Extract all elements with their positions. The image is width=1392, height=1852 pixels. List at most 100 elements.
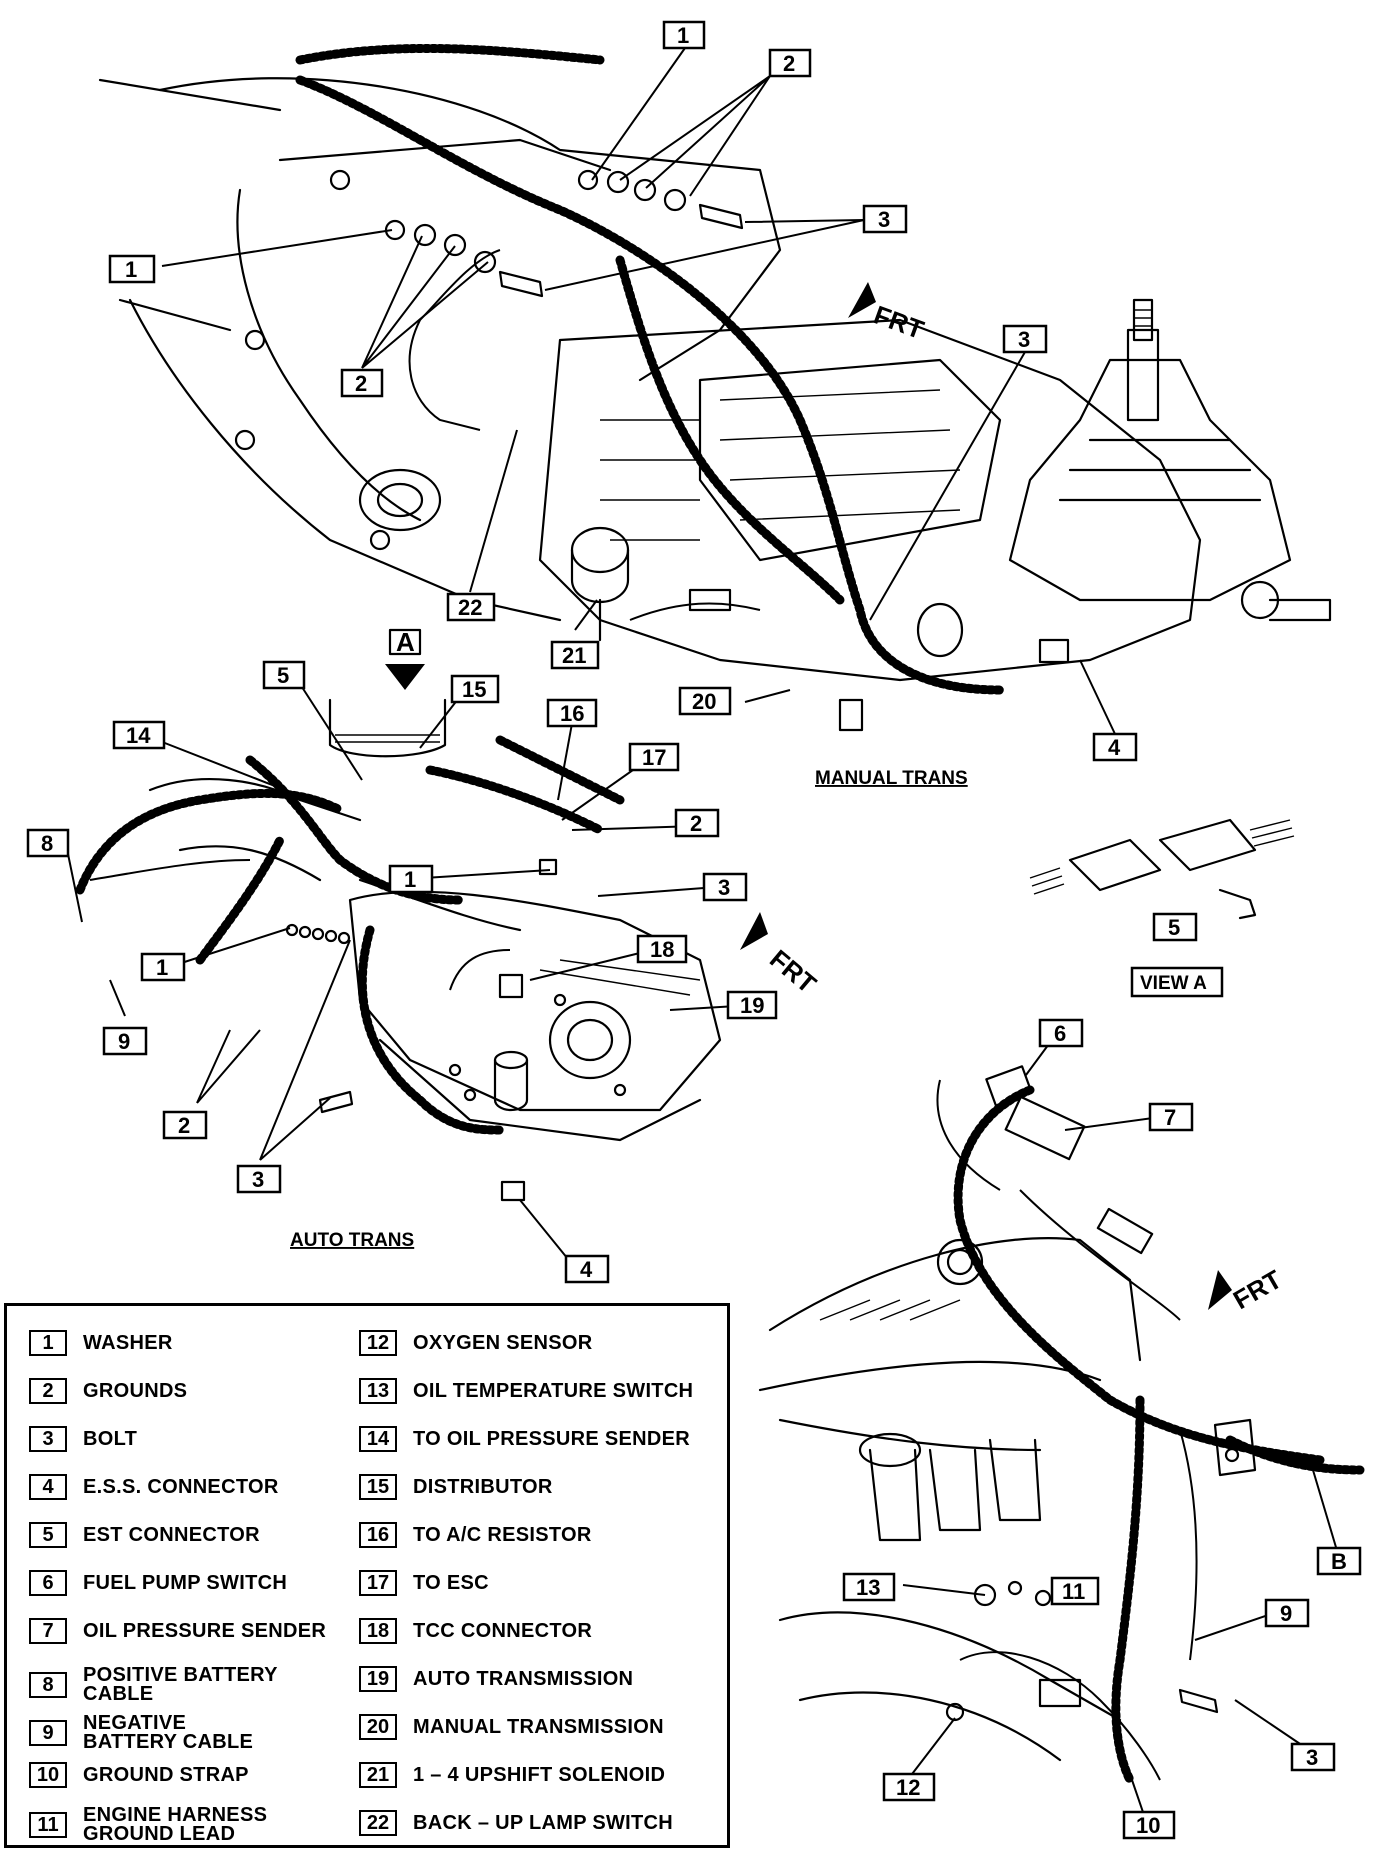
view-a-label: VIEW A xyxy=(1130,966,1224,998)
svg-text:1: 1 xyxy=(125,257,137,282)
svg-text:10: 10 xyxy=(1136,1813,1160,1838)
legend-item-2: 2 GROUNDS xyxy=(29,1378,187,1404)
callout-manual-2-left: 2 xyxy=(340,368,384,398)
svg-text:3: 3 xyxy=(252,1167,264,1192)
svg-text:9: 9 xyxy=(118,1029,130,1054)
svg-text:3: 3 xyxy=(878,207,890,232)
callout-auto-1-mid: 1 xyxy=(388,864,434,894)
callout-auto-15: 15 xyxy=(450,674,500,704)
svg-text:3: 3 xyxy=(1018,327,1030,352)
callout-auto-4: 4 xyxy=(564,1254,610,1284)
callout-engine-10: 10 xyxy=(1122,1810,1176,1840)
legend-item-7: 7 OIL PRESSURE SENDER xyxy=(29,1618,326,1644)
callout-engine-b: B xyxy=(1316,1546,1362,1576)
svg-text:1: 1 xyxy=(404,867,416,892)
legend-box: 1 WASHER 2 GROUNDS 3 BOLT 4 E.S.S. CONNE… xyxy=(4,1303,730,1848)
legend-item-16: 16 TO A/C RESISTOR xyxy=(359,1522,592,1548)
callout-auto-2: 2 xyxy=(674,808,720,838)
legend-item-10: 10 GROUND STRAP xyxy=(29,1762,249,1788)
svg-text:2: 2 xyxy=(783,51,795,76)
legend-item-21: 21 1 – 4 UPSHIFT SOLENOID xyxy=(359,1762,665,1788)
callout-auto-2-bottom: 2 xyxy=(162,1110,208,1140)
callout-auto-16: 16 xyxy=(546,698,598,728)
legend-item-12: 12 OXYGEN SENSOR xyxy=(359,1330,593,1356)
callout-engine-6: 6 xyxy=(1038,1018,1084,1048)
legend-item-13: 13 OIL TEMPERATURE SWITCH xyxy=(359,1378,693,1404)
svg-text:1: 1 xyxy=(156,955,168,980)
callout-engine-11: 11 xyxy=(1050,1576,1100,1606)
callout-engine-13: 13 xyxy=(842,1572,896,1602)
callout-manual-21: 21 xyxy=(550,640,600,670)
callout-auto-5: 5 xyxy=(262,660,306,690)
callout-engine-9: 9 xyxy=(1264,1598,1310,1628)
svg-text:9: 9 xyxy=(1280,1601,1292,1626)
view-a-illustration xyxy=(1029,818,1295,920)
callout-manual-1-left: 1 xyxy=(108,254,156,284)
svg-text:3: 3 xyxy=(1306,1745,1318,1770)
legend-item-15: 15 DISTRIBUTOR xyxy=(359,1474,553,1500)
legend-item-11: 11 ENGINE HARNESS GROUND LEAD xyxy=(29,1805,283,1844)
callout-view-a-5: 5 xyxy=(1152,912,1198,942)
callout-auto-8: 8 xyxy=(26,828,70,858)
svg-text:VIEW A: VIEW A xyxy=(1140,973,1207,994)
svg-text:17: 17 xyxy=(642,745,666,770)
svg-text:11: 11 xyxy=(1062,1579,1085,1604)
svg-text:13: 13 xyxy=(856,1575,880,1600)
callout-auto-19: 19 xyxy=(726,990,778,1020)
svg-text:18: 18 xyxy=(650,937,674,962)
svg-text:12: 12 xyxy=(896,1775,920,1800)
legend-item-9: 9 NEGATIVE BATTERY CABLE xyxy=(29,1713,283,1752)
svg-text:B: B xyxy=(1331,1549,1347,1574)
callout-engine-12: 12 xyxy=(882,1772,936,1802)
frt-arrow-engine: FRT xyxy=(1208,1264,1287,1315)
frt-arrow-manual: FRT xyxy=(848,282,928,345)
svg-text:4: 4 xyxy=(1108,735,1121,760)
view-a-arrow: A xyxy=(385,627,425,690)
callout-manual-4: 4 xyxy=(1092,732,1138,762)
callout-auto-18: 18 xyxy=(636,934,688,964)
legend-item-20: 20 MANUAL TRANSMISSION xyxy=(359,1714,664,1740)
legend-item-22: 22 BACK – UP LAMP SWITCH xyxy=(359,1810,673,1836)
callout-manual-1-top: 1 xyxy=(662,20,706,50)
svg-text:2: 2 xyxy=(355,371,367,396)
callout-manual-3-right: 3 xyxy=(1002,324,1048,354)
legend-item-8: 8 POSITIVE BATTERY CABLE xyxy=(29,1665,283,1704)
svg-text:22: 22 xyxy=(458,595,482,620)
legend-item-6: 6 FUEL PUMP SWITCH xyxy=(29,1570,287,1596)
legend-item-4: 4 E.S.S. CONNECTOR xyxy=(29,1474,279,1500)
manual-trans-illustration xyxy=(98,43,1332,732)
callout-auto-17: 17 xyxy=(628,742,680,772)
leader-lines xyxy=(67,47,1339,1819)
svg-text:FRT: FRT xyxy=(1228,1264,1287,1315)
svg-text:FRT: FRT xyxy=(870,299,928,345)
svg-text:14: 14 xyxy=(126,723,151,748)
callout-engine-3: 3 xyxy=(1290,1742,1336,1772)
callout-engine-7: 7 xyxy=(1148,1102,1194,1132)
callout-manual-2-top: 2 xyxy=(768,48,812,78)
svg-text:2: 2 xyxy=(178,1113,190,1138)
svg-text:5: 5 xyxy=(1168,915,1180,940)
legend-item-3: 3 BOLT xyxy=(29,1426,137,1452)
legend-item-5: 5 EST CONNECTOR xyxy=(29,1522,260,1548)
legend-item-17: 17 TO ESC xyxy=(359,1570,489,1596)
svg-text:6: 6 xyxy=(1054,1021,1066,1046)
manual-trans-label: MANUAL TRANS xyxy=(815,768,968,789)
svg-text:5: 5 xyxy=(277,663,289,688)
callout-auto-3-bottom: 3 xyxy=(236,1164,282,1194)
callout-auto-3-mid: 3 xyxy=(702,872,748,902)
svg-text:4: 4 xyxy=(580,1257,593,1282)
svg-text:2: 2 xyxy=(690,811,702,836)
callout-auto-14: 14 xyxy=(112,720,166,750)
callout-auto-1-left: 1 xyxy=(140,952,186,982)
svg-text:3: 3 xyxy=(718,875,730,900)
svg-text:A: A xyxy=(396,627,415,657)
svg-text:15: 15 xyxy=(462,677,486,702)
callout-manual-3-top: 3 xyxy=(862,204,908,234)
svg-text:20: 20 xyxy=(692,689,716,714)
auto-trans-label: AUTO TRANS xyxy=(290,1230,414,1251)
legend-item-19: 19 AUTO TRANSMISSION xyxy=(359,1666,633,1692)
engine-illustration xyxy=(758,1065,1365,1785)
legend-item-14: 14 TO OIL PRESSURE SENDER xyxy=(359,1426,690,1452)
